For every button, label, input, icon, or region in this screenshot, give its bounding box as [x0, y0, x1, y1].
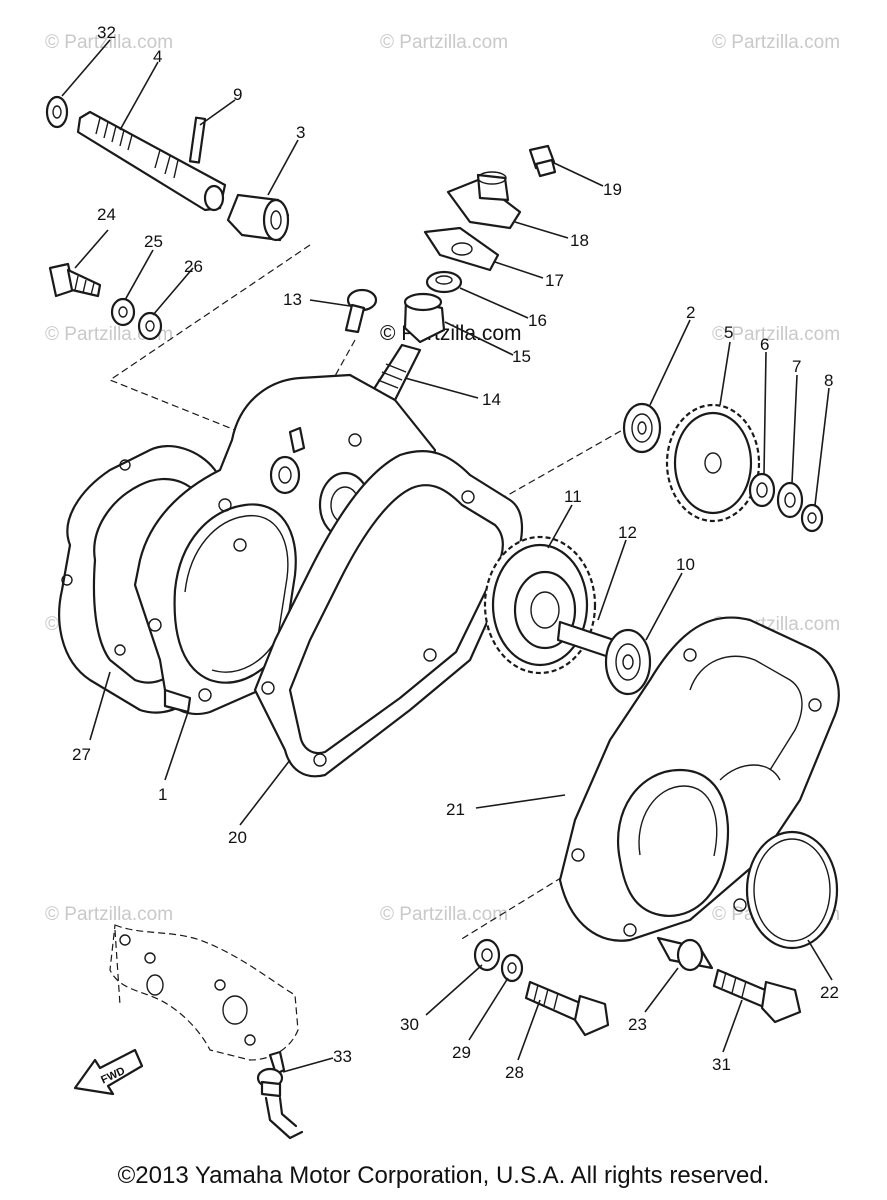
part-20-gasket [253, 450, 524, 778]
watermark: © Partzilla.com [712, 32, 840, 53]
callout-7: 7 [792, 357, 801, 376]
callout-15: 15 [512, 347, 531, 366]
callout-9: 9 [233, 85, 242, 104]
copyright-notice: ©2013 Yamaha Motor Corporation, U.S.A. A… [117, 1162, 770, 1189]
callout-26: 26 [184, 257, 203, 276]
part-26-washer [137, 311, 163, 341]
part-33-fitting [256, 1050, 304, 1140]
callout-19: 19 [603, 180, 622, 199]
callout-5: 5 [724, 323, 733, 342]
callout-30: 30 [400, 1015, 419, 1034]
part-3-bearing [226, 193, 290, 242]
callout-31: 31 [712, 1055, 731, 1074]
callout-16: 16 [528, 311, 547, 330]
callout-29: 29 [452, 1043, 471, 1062]
callout-3: 3 [296, 123, 305, 142]
part-23-collar [656, 936, 714, 972]
callout-22: 22 [820, 983, 839, 1002]
callout-27: 27 [72, 745, 91, 764]
part-13-screw [344, 288, 378, 334]
watermark: © Partzilla.com [380, 904, 508, 925]
part-17-gasket [423, 226, 500, 272]
callout-17: 17 [545, 271, 564, 290]
callout-2: 2 [686, 303, 695, 322]
callout-numbers: 32 4 9 3 24 25 26 13 19 18 17 16 15 14 2… [72, 23, 839, 1082]
part-8-nut [800, 503, 824, 533]
callout-18: 18 [570, 231, 589, 250]
callout-leaders [61, 39, 833, 1073]
callout-28: 28 [505, 1063, 524, 1082]
frame-outline [109, 924, 299, 1061]
part-16-oil-seal [425, 270, 463, 294]
part-31-bolt [712, 968, 802, 1024]
callout-1: 1 [158, 785, 167, 804]
callout-23: 23 [628, 1015, 647, 1034]
callout-11: 11 [564, 487, 582, 506]
exploded-parts-diagram: © Partzilla.com © Partzilla.com © Partzi… [45, 23, 840, 1140]
part-5-sprocket [665, 403, 761, 523]
part-24-bolt [48, 262, 102, 298]
part-30-washer [473, 938, 501, 972]
part-9-pin [188, 116, 207, 164]
callout-4: 4 [153, 47, 162, 66]
callout-21: 21 [446, 800, 465, 819]
forward-direction-arrow: FWD [73, 1048, 144, 1096]
callout-6: 6 [760, 335, 769, 354]
part-29-spring-washer [500, 953, 524, 983]
part-2-bearing [622, 402, 662, 454]
part-21-gear-cover [558, 616, 840, 942]
part-32-nut [45, 95, 69, 129]
part-28-bolt [524, 980, 610, 1037]
callout-33: 33 [333, 1047, 352, 1066]
part-1-gear-housing [133, 373, 437, 716]
part-19-bolt [528, 144, 557, 178]
callout-32: 32 [97, 23, 116, 42]
callout-12: 12 [618, 523, 637, 542]
part-11-driven-gear [483, 535, 597, 675]
callout-10: 10 [676, 555, 695, 574]
callout-20: 20 [228, 828, 247, 847]
watermark: © Partzilla.com [712, 324, 840, 345]
part-10-bearing [604, 628, 652, 696]
watermark: © Partzilla.com [45, 32, 173, 53]
part-15-bushing [403, 292, 446, 344]
part-25-spring-washer [110, 297, 136, 327]
watermark: © Partzilla.com [45, 904, 173, 925]
part-7-washer [776, 481, 804, 519]
part-22-o-ring [745, 830, 839, 950]
part-18-housing [446, 171, 522, 230]
callout-25: 25 [144, 232, 163, 251]
callout-24: 24 [97, 205, 116, 224]
part-4-worm-shaft [76, 110, 227, 212]
part-6-collar [748, 472, 776, 508]
watermark: © Partzilla.com [380, 32, 508, 53]
callout-14: 14 [482, 390, 501, 409]
callout-13: 13 [283, 290, 302, 309]
callout-8: 8 [824, 371, 833, 390]
